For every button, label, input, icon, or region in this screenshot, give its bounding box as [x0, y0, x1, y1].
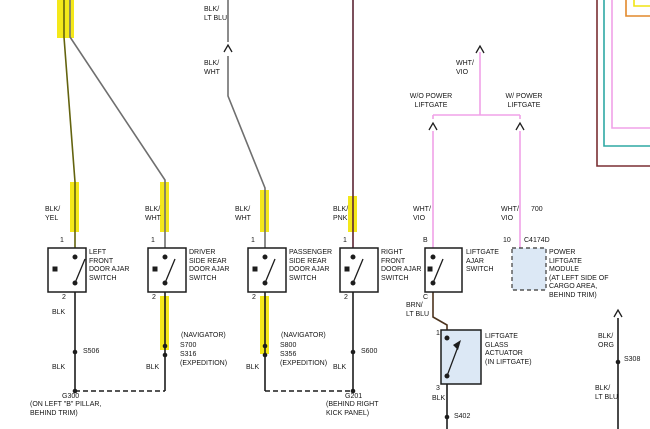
wire-color-label-blk-yel: BLK/ YEL	[45, 206, 61, 222]
connector-arrows	[223, 43, 623, 318]
pin-label-sw3-2: 2	[252, 294, 256, 301]
wire-color-label-blk-pnk: BLK/ PNK	[333, 206, 349, 222]
variant-label-sw3-expedition: (EXPEDITION)	[280, 360, 328, 367]
corner-wire-orange	[625, 0, 650, 17]
splice-dots	[72, 343, 621, 420]
component-label-power-liftgate-module: POWER LIFTGATE MODULE (AT LEFT SIDE OF C…	[549, 249, 609, 299]
pin-label-sw4-1: 1	[343, 237, 347, 244]
wire-blk-wht-left	[69, 0, 166, 248]
component-label-liftgate-glass-actuator: LIFTGATE GLASS ACTUATOR (IN LIFTGATE)	[485, 333, 532, 366]
splice-dot-s600	[350, 349, 356, 355]
variant-label-sw3-navigator: (NAVIGATOR)	[281, 332, 326, 339]
ground-location-g300: (ON LEFT "B" PILLAR, BEHIND TRIM)	[30, 401, 102, 417]
wire-color-label-wht-vio-left: WHT/ VIO	[413, 206, 431, 222]
splice-dot-s402	[444, 414, 450, 420]
connector-arrow-branch-right	[515, 121, 525, 131]
splice-label-s316: S316	[180, 351, 197, 358]
pin-label-actuator-1: 1	[436, 330, 440, 337]
splice-label-s800: S800	[280, 342, 297, 349]
wire-color-label-blk-wht-sw3: BLK/ WHT	[235, 206, 251, 222]
wire-color-label-wht-vio-right: WHT/ VIO	[501, 206, 519, 222]
corner-wire-darkred	[596, 0, 650, 167]
connector-arrow-branch-left	[428, 121, 438, 131]
connector-arrow-whtvio	[475, 44, 485, 54]
corner-wire-yellow	[633, 0, 650, 7]
variant-label-sw2-expedition: (EXPEDITION)	[180, 360, 228, 367]
component-label-left-front-door-ajar-switch: LEFT FRONT DOOR AJAR SWITCH	[89, 249, 130, 282]
splice-label-s506: S506	[83, 348, 100, 355]
junction-dot-g300	[72, 388, 78, 394]
pin-label-liftgate-b: B	[423, 237, 428, 244]
splice-label-s600: S600	[361, 348, 378, 355]
switch-symbol-sw1	[52, 254, 86, 286]
wire-color-label-blk-org: BLK/ ORG	[598, 333, 614, 349]
connector-arrow-right-edge	[613, 308, 623, 318]
power-liftgate-module-box	[511, 247, 547, 291]
junction-dot-g201	[350, 388, 356, 394]
wire-color-label-sw3-blk: BLK	[246, 364, 260, 371]
splice-label-s700: S700	[180, 342, 197, 349]
wire-blk-wht-center	[227, 56, 266, 248]
splice-dot-s700	[162, 343, 168, 349]
ground-location-g201: (BEHIND RIGHT KICK PANEL)	[326, 401, 379, 417]
splice-dot-s316	[162, 352, 168, 358]
switch-symbol-sw3	[252, 254, 276, 286]
connector-arrow-center	[223, 43, 233, 53]
pin-label-actuator-3: 3	[436, 385, 440, 392]
pin-label-sw2-2: 2	[152, 294, 156, 301]
feed-wires	[63, 0, 521, 248]
switch-symbol-actuator	[444, 335, 461, 379]
splice-dot-s800	[262, 343, 268, 349]
wire-color-label-sw1-blk-upper: BLK	[52, 309, 66, 316]
ground-wires	[74, 292, 619, 429]
pin-label-liftgate-c: C	[423, 294, 429, 301]
splice-dot-s356	[262, 352, 268, 358]
wire-color-label-blk-ltblu-right: BLK/ LT BLU	[595, 385, 619, 401]
wire-color-label-sw4-blk: BLK	[333, 364, 347, 371]
splice-label-s402: S402	[454, 413, 471, 420]
branch-label-wo-power-liftgate: W/O POWER LIFTGATE	[409, 93, 453, 109]
pin-label-sw3-1: 1	[251, 237, 255, 244]
pin-label-module-10: 10	[503, 237, 511, 244]
wire-brn-ltblu	[432, 292, 448, 330]
branch-label-w-power-liftgate: W/ POWER LIFTGATE	[505, 93, 543, 109]
wire-color-label-sw2-blk: BLK	[146, 364, 160, 371]
highlighter-marks	[57, 0, 357, 354]
switch-symbol-liftgate	[427, 254, 444, 286]
connector-label-c4174d: C4174D	[524, 237, 550, 244]
component-label-liftgate-ajar-switch: LIFTGATE AJAR SWITCH	[466, 249, 499, 274]
ground-label-g300: G300	[62, 393, 80, 400]
component-label-driver-rear-door-ajar-switch: DRIVER SIDE REAR DOOR AJAR SWITCH	[189, 249, 230, 282]
corner-wire-teal	[603, 0, 650, 147]
wire-color-label-sw1-blk-lower: BLK	[52, 364, 66, 371]
switch-symbols	[52, 254, 461, 379]
pin-label-sw1-1: 1	[60, 237, 64, 244]
component-label-passenger-rear-door-ajar-switch: PASSENGER SIDE REAR DOOR AJAR SWITCH	[289, 249, 333, 282]
splice-dot-s308	[615, 359, 621, 365]
pin-label-sw2-1: 1	[151, 237, 155, 244]
wire-wht-vio	[432, 52, 521, 248]
wire-color-label-actuator-blk: BLK	[432, 395, 446, 402]
wire-color-label-blk-wht-sw2: BLK/ WHT	[145, 206, 161, 222]
corner-wire-pink	[611, 0, 650, 129]
switch-symbol-sw4	[344, 254, 364, 286]
splice-dot-s506	[72, 349, 78, 355]
pin-label-sw4-2: 2	[344, 294, 348, 301]
wire-color-label-blk-ltblu: BLK/ LT BLU	[204, 6, 228, 22]
corner-wires	[596, 0, 650, 167]
wire-color-label-brn-ltblu: BRN/ LT BLU	[406, 302, 430, 318]
splice-label-s356: S356	[280, 351, 297, 358]
ground-label-g201: G201	[345, 393, 363, 400]
wire-color-label-wht-vio-top: WHT/ VIO	[456, 60, 474, 76]
wire-color-label-blk-wht-top: BLK/ WHT	[204, 60, 220, 76]
wire-blk-yel	[63, 0, 76, 248]
switch-symbol-sw2	[152, 254, 176, 286]
pin-label-sw1-2: 2	[62, 294, 66, 301]
splice-label-s308: S308	[624, 356, 641, 363]
component-label-right-front-door-ajar-switch: RIGHT FRONT DOOR AJAR SWITCH	[381, 249, 422, 282]
variant-label-sw2-navigator: (NAVIGATOR)	[181, 332, 226, 339]
circuit-number-label: 700	[531, 206, 543, 213]
